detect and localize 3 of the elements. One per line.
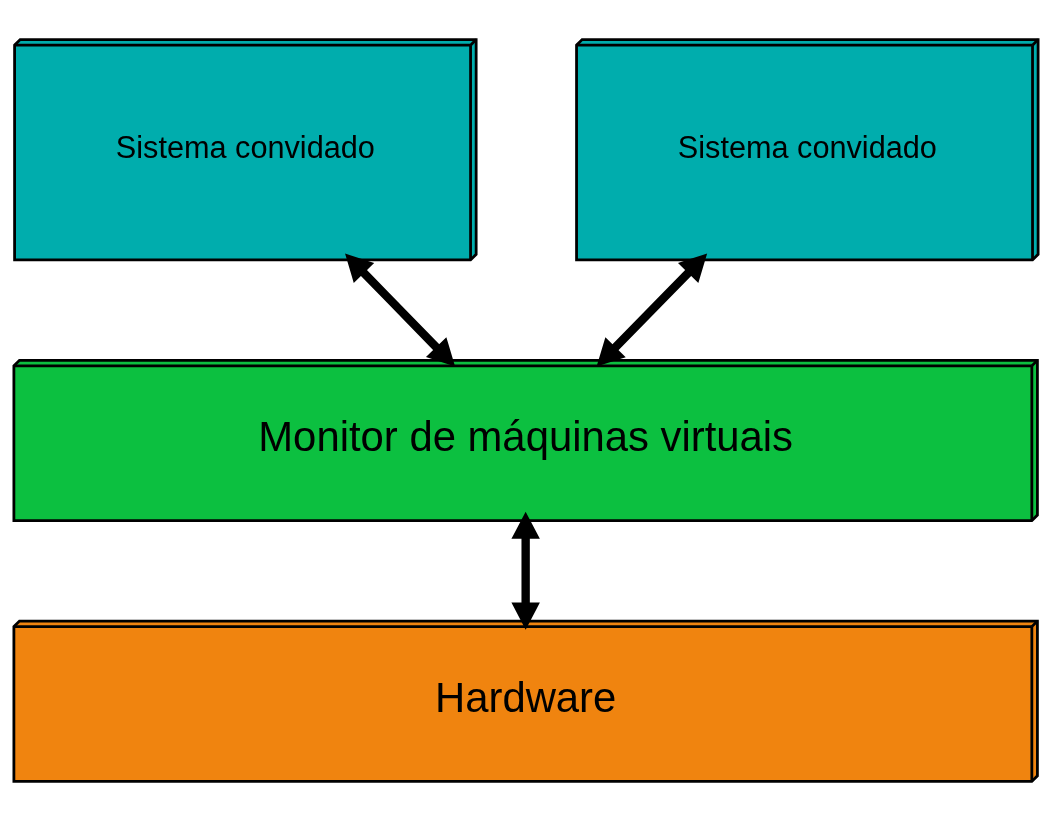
arrow	[596, 253, 708, 367]
arrow	[511, 511, 540, 630]
arrow	[345, 253, 456, 367]
